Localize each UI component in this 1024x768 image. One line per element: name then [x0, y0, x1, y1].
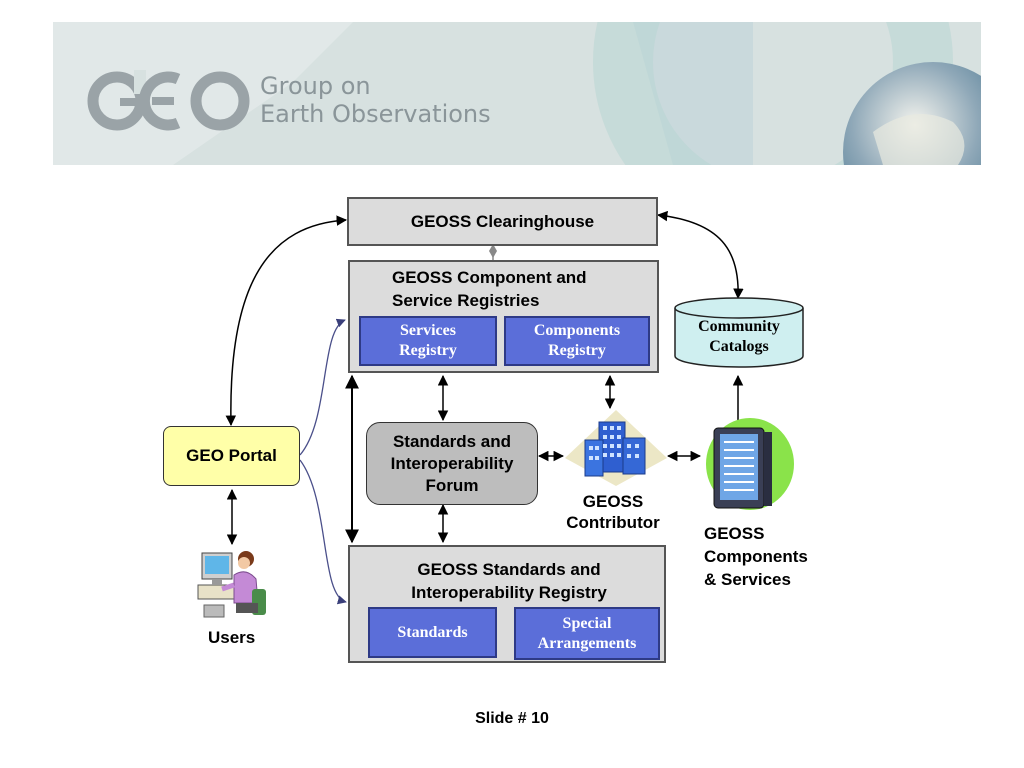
- standards-interoperability-registry-box: GEOSS Standards and Interoperability Reg…: [348, 545, 666, 663]
- community-catalogs-label: Community Catalogs: [673, 317, 805, 357]
- clearinghouse-label: GEOSS Clearinghouse: [410, 211, 595, 231]
- components-registry-line1: Components: [533, 322, 621, 339]
- standards-registry-title-line2: Interoperability Registry: [411, 583, 607, 602]
- slide-number: Slide # 10: [475, 710, 549, 727]
- geo-portal-label: GEO Portal: [186, 446, 277, 465]
- standards-forum-box: Standards and Interoperability Forum: [366, 422, 538, 505]
- component-service-registries-box: GEOSS Component and Service Registries S…: [348, 260, 659, 373]
- special-arrangements-line2: Arrangements: [537, 634, 637, 652]
- standards-registry-title-line1: GEOSS Standards and: [417, 560, 601, 579]
- geo-banner: Group on Earth Observations: [53, 22, 981, 165]
- special-arrangements-box: Special Arrangements: [514, 607, 660, 660]
- community-catalogs-cylinder: [674, 297, 804, 368]
- users-label: Users: [208, 628, 256, 647]
- registries-title-line1: GEOSS Component and: [392, 268, 587, 287]
- standards-box: Standards: [368, 607, 497, 658]
- server-icon: [706, 418, 794, 510]
- forum-line2: Interoperability: [390, 453, 514, 473]
- components-services-line1: GEOSS: [704, 524, 765, 543]
- clearinghouse-box: GEOSS Clearinghouse: [347, 197, 658, 246]
- registries-title-line2: Service Registries: [392, 291, 540, 310]
- buildings-icon: [565, 410, 667, 486]
- forum-line3: Forum: [425, 475, 479, 495]
- community-catalogs-line1: Community: [698, 318, 780, 335]
- contributor-line2: Contributor: [566, 513, 660, 532]
- services-registry-line1: Services: [400, 322, 456, 339]
- contributor-line1: GEOSS: [582, 492, 644, 511]
- standards-label: Standards: [397, 623, 468, 641]
- special-arrangements-line1: Special: [562, 614, 612, 632]
- components-services-line2: Components: [704, 547, 808, 566]
- org-name-line1: Group on: [260, 72, 371, 100]
- services-registry-box: Services Registry: [359, 316, 497, 366]
- services-registry-line2: Registry: [399, 342, 457, 359]
- user-at-computer-icon: [197, 551, 266, 618]
- geo-logo: [87, 70, 250, 131]
- forum-line1: Standards and: [392, 431, 512, 451]
- community-catalogs-line2: Catalogs: [709, 338, 769, 355]
- geo-portal-box: GEO Portal: [163, 426, 300, 486]
- components-registry-box: Components Registry: [504, 316, 650, 366]
- components-services-line3: & Services: [704, 570, 791, 589]
- geoss-contributor-label: GEOSS Contributor: [548, 491, 678, 533]
- geoss-components-services-label: GEOSS Components & Services: [704, 522, 808, 591]
- org-name-line2: Earth Observations: [260, 100, 491, 128]
- components-registry-line2: Registry: [548, 342, 606, 359]
